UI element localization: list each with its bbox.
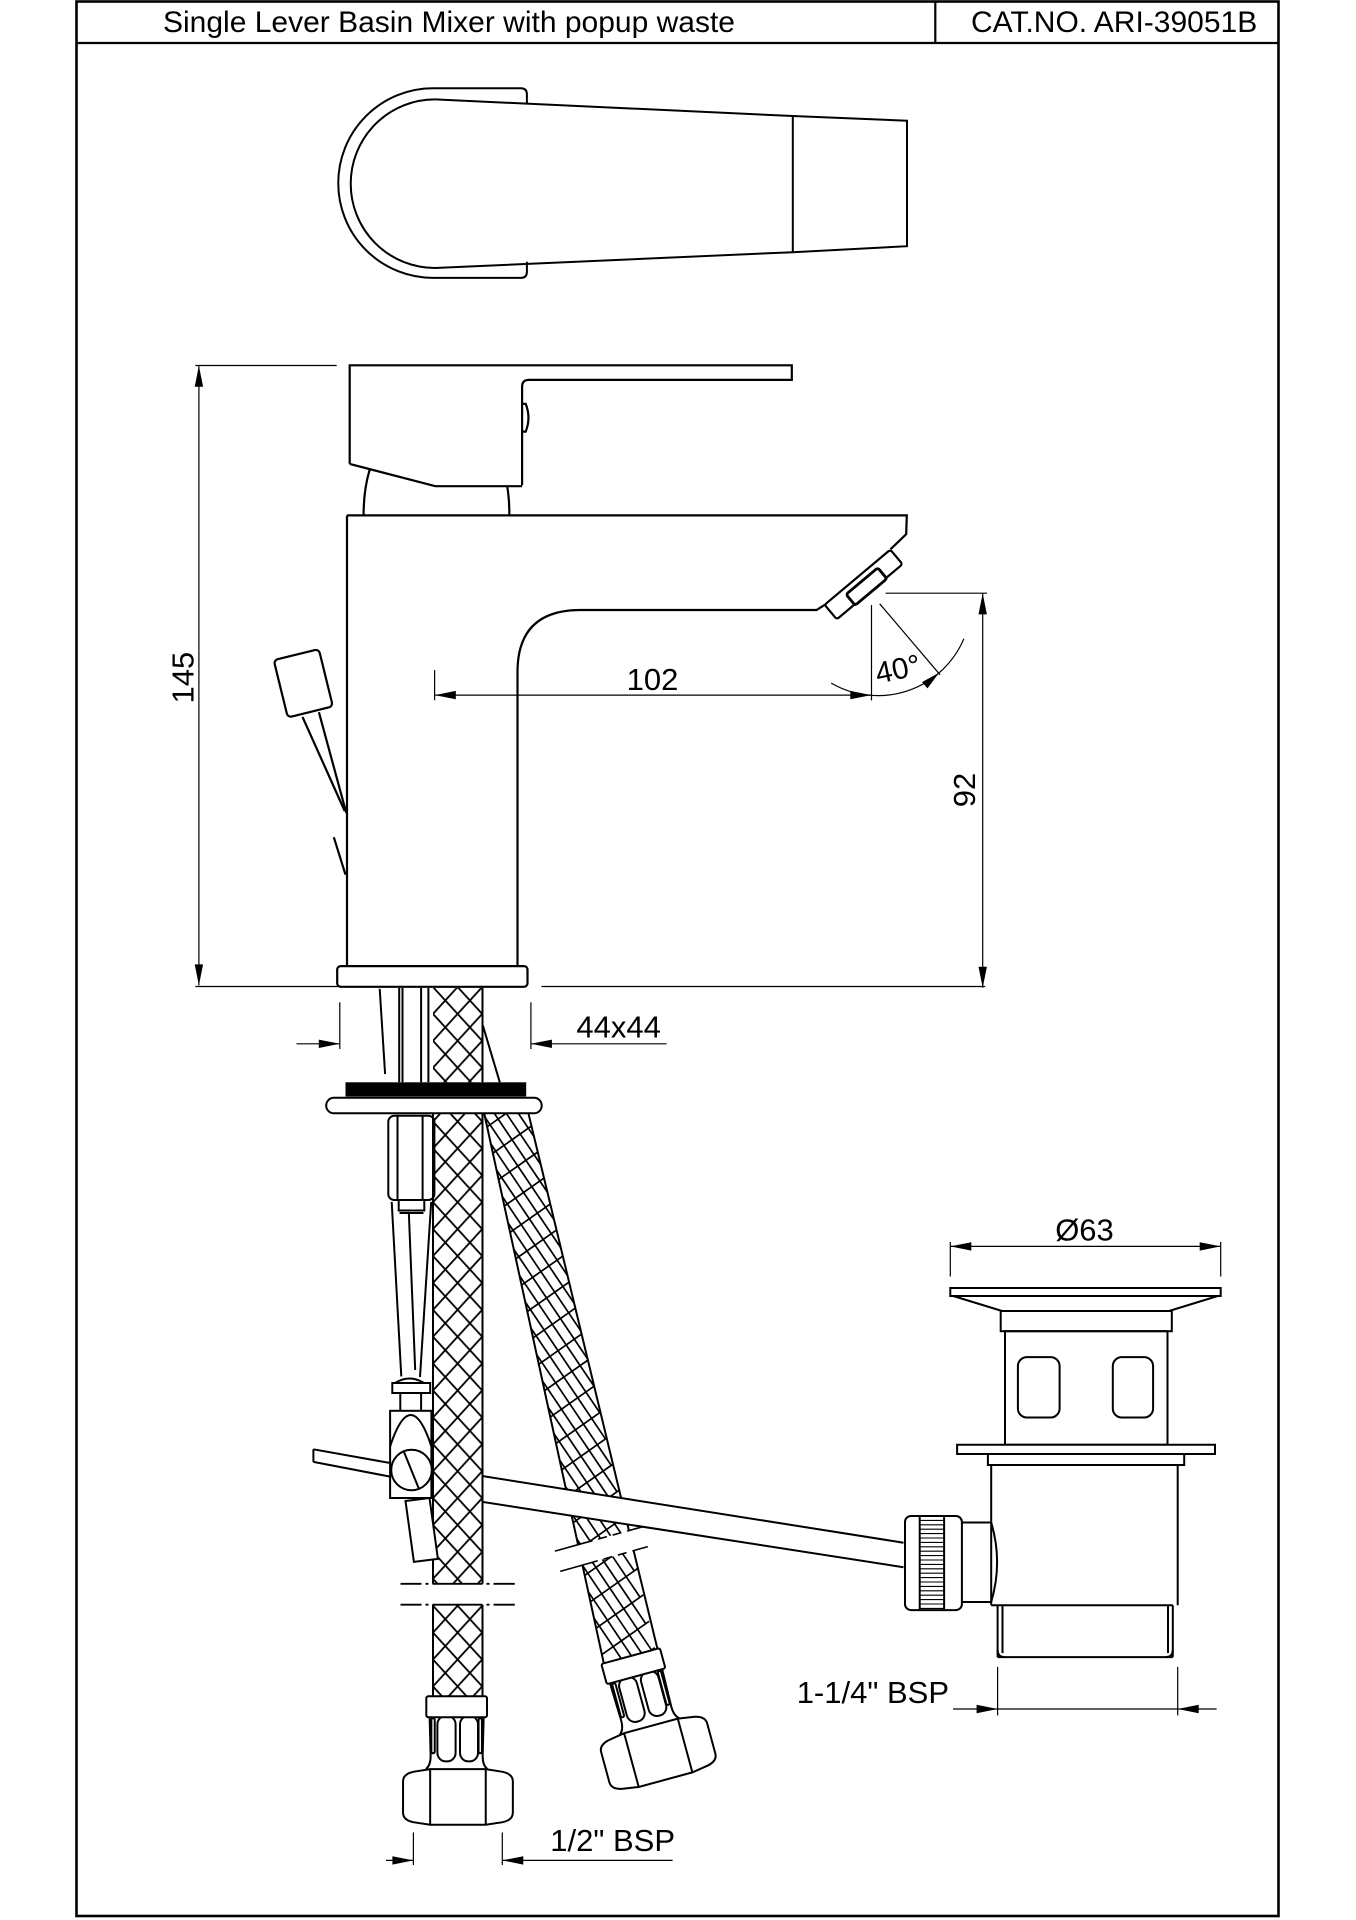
svg-text:1-1/4" BSP: 1-1/4" BSP xyxy=(797,1675,949,1710)
svg-text:Ø63: Ø63 xyxy=(1055,1213,1114,1248)
svg-text:1/2" BSP: 1/2" BSP xyxy=(550,1823,675,1858)
svg-text:145: 145 xyxy=(165,652,200,704)
svg-text:CAT.NO. ARI-39051B: CAT.NO. ARI-39051B xyxy=(971,6,1257,39)
svg-text:92: 92 xyxy=(947,773,982,807)
svg-text:102: 102 xyxy=(627,662,679,697)
svg-text:Single Lever Basin Mixer with: Single Lever Basin Mixer with popup wast… xyxy=(163,6,735,39)
svg-text:44x44: 44x44 xyxy=(576,1010,660,1045)
svg-text:40°: 40° xyxy=(872,649,923,691)
